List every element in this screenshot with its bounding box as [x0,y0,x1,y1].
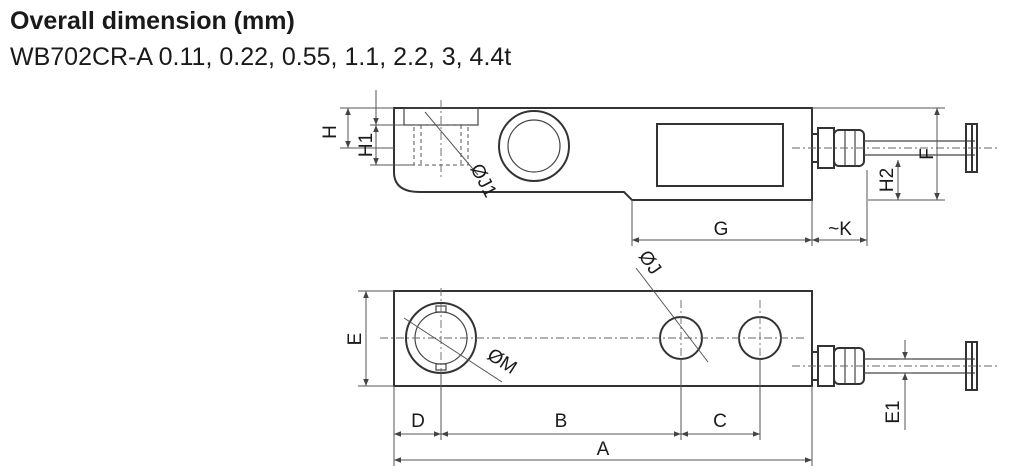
top-view [380,288,1000,392]
dim-C: C [713,411,727,432]
dim-H: H [320,125,341,139]
model-subtitle: WB702CR-A 0.11, 0.22, 0.55, 1.1, 2.2, 3,… [10,43,512,71]
dim-E: E [345,333,366,346]
dim-E1: E1 [883,400,904,423]
dim-J1: ØJ1 [466,160,501,201]
dim-H1: H1 [356,133,377,157]
dim-G: G [714,219,729,240]
dim-D: D [411,411,425,432]
dim-A: A [597,439,610,460]
side-view-body [393,107,813,201]
dim-H2: H2 [877,168,898,192]
side-bolt-hole-outer [498,110,570,182]
dim-K: ~K [828,219,852,240]
top-view-body [393,290,813,387]
diagram-title: Overall dimension (mm) [10,7,295,35]
dim-J: ØJ [634,247,665,279]
side-label-area [656,123,784,187]
dim-B: B [555,411,568,432]
side-bolt-hole-inner [507,119,561,173]
dim-F: F [917,148,938,160]
side-view [393,100,1000,201]
